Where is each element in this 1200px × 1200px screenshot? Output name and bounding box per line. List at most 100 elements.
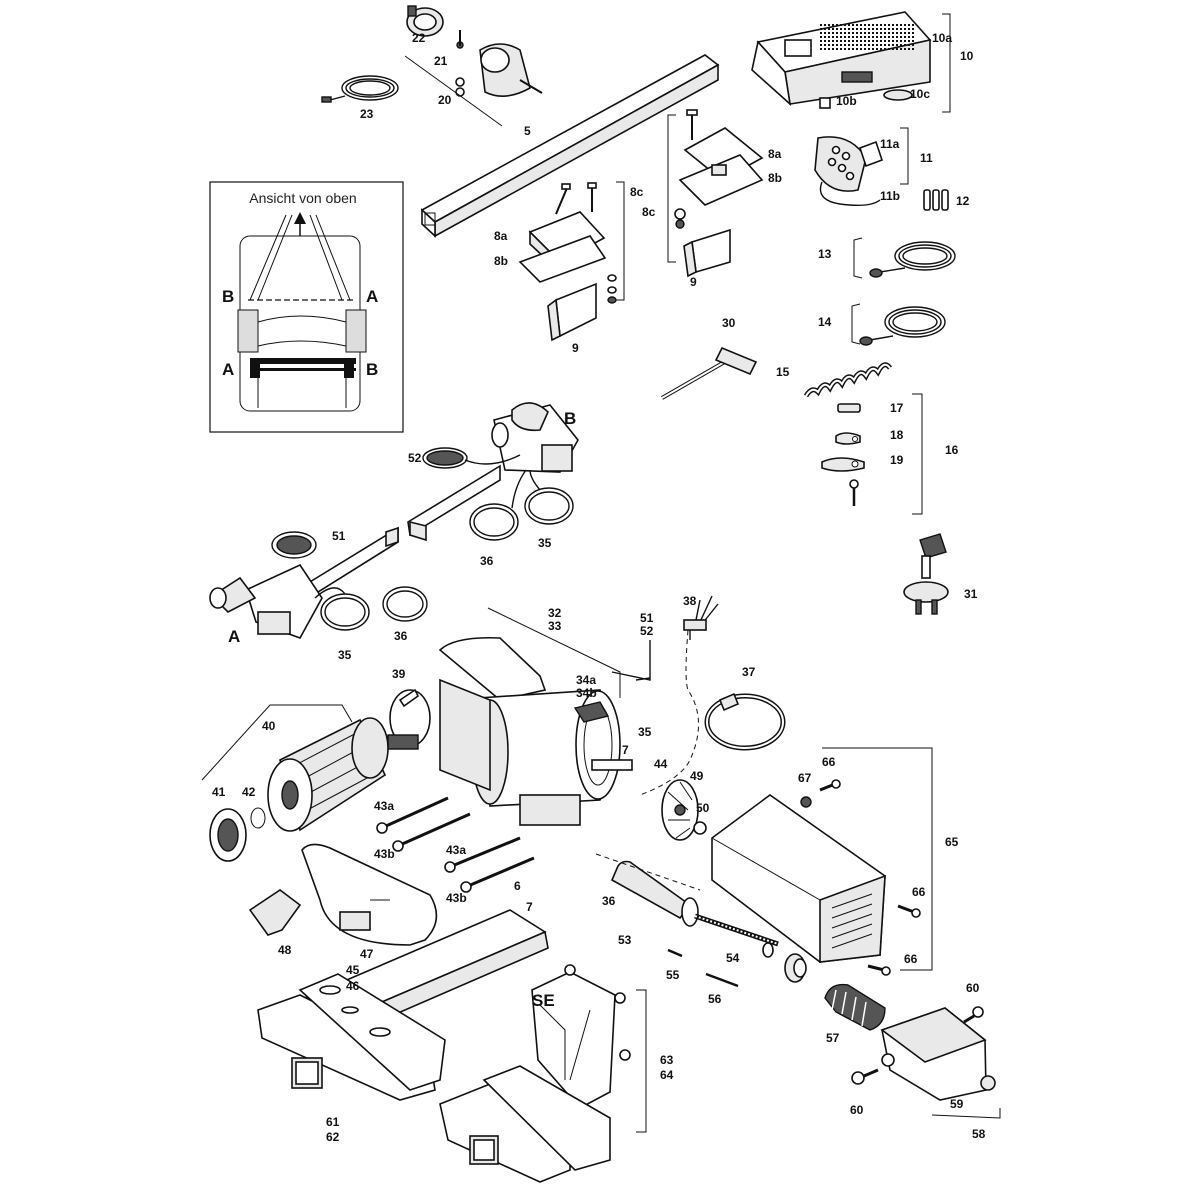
part-label-38: 38: [683, 594, 697, 608]
screw-55: [667, 948, 683, 958]
plug-59: [980, 1075, 996, 1091]
screw-60-top: [963, 1006, 984, 1024]
square-tube-5: [420, 54, 720, 238]
hub-41: [209, 808, 247, 862]
part-label-32: 32: [548, 606, 562, 620]
chassis-frame-61: [257, 909, 549, 1101]
part-label-48: 48: [278, 943, 292, 957]
end-cap-58: [880, 1007, 987, 1101]
part-label-17: 17: [890, 401, 904, 415]
part-label-10c: 10c: [910, 87, 930, 101]
part-label-37: 37: [742, 665, 756, 679]
part-label-55: 55: [666, 968, 680, 982]
motor-housing-32: [387, 636, 633, 826]
part-label-66: 66: [822, 755, 836, 769]
part-label-34b: 34b: [576, 686, 597, 700]
part-label-39: 39: [392, 667, 406, 681]
clamp-ring-22: [406, 5, 444, 37]
screw-66-side: [867, 904, 921, 976]
cable-23: [321, 75, 399, 103]
nut-50: [693, 821, 707, 835]
part-label-43b: 43b: [374, 847, 395, 861]
screw-67: [800, 796, 812, 808]
inset-mark-b-top: B: [222, 287, 234, 306]
part-label-10a: 10a: [932, 31, 952, 45]
foot-48: [248, 889, 302, 936]
motor-cover-65: [711, 794, 886, 963]
part-label-36: 36: [394, 629, 408, 643]
mounting-bracket-right: [674, 109, 764, 278]
washer-54: [762, 942, 774, 958]
part-label-16: 16: [945, 443, 959, 457]
chassis-frame-63: [439, 964, 631, 1183]
part-label-10b: 10b: [836, 94, 857, 108]
part-label-19: 19: [890, 453, 904, 467]
part-label-66: 66: [904, 952, 918, 966]
inset-mark-b-bottom: B: [366, 360, 378, 379]
drum-40: [267, 717, 389, 832]
fan-49: [661, 779, 699, 841]
part-label-49: 49: [690, 769, 704, 783]
part-label-13: 13: [818, 247, 832, 261]
part-label-7: 7: [526, 900, 533, 914]
part-label-46: 46: [346, 979, 360, 993]
part-label-12: 12: [956, 194, 970, 208]
part-label-10: 10: [960, 49, 974, 63]
adapter-housing-20: [455, 30, 543, 97]
inset-title: Ansicht von oben: [249, 190, 356, 206]
motor-unit-a-mark: A: [228, 627, 240, 646]
part-label-11a: 11a: [880, 137, 900, 151]
retainer-39: [398, 688, 420, 708]
bolts-43: [376, 796, 535, 893]
part-label-SE: SE: [532, 991, 555, 1010]
part-label-8b: 8b: [768, 171, 782, 185]
spindle-53: [610, 860, 779, 947]
cable-14: [859, 306, 946, 346]
part-label-60: 60: [966, 981, 980, 995]
part-label-40: 40: [262, 719, 276, 733]
part-label-45: 45: [346, 963, 360, 977]
part-label-30: 30: [722, 316, 736, 330]
part-label-35: 35: [538, 536, 552, 550]
part-label-33: 33: [548, 619, 562, 633]
part-label-60: 60: [850, 1103, 864, 1117]
part-label-66: 66: [912, 885, 926, 899]
part-label-23: 23: [360, 107, 374, 121]
part-label-54: 54: [726, 951, 740, 965]
part-label-58: 58: [972, 1127, 986, 1141]
part-label-51: 51: [332, 529, 346, 543]
part-label-52: 52: [640, 624, 654, 638]
motor-unit-a: [209, 526, 428, 639]
screw-56: [705, 972, 739, 988]
part-label-34a: 34a: [576, 673, 596, 687]
bellows-57: [824, 983, 886, 1031]
key-switch-31: [903, 533, 949, 615]
batteries-12: [923, 189, 949, 211]
side-plate-45: [301, 843, 438, 946]
fuse-10b: [819, 97, 831, 109]
cable-13: [869, 241, 956, 278]
part-label-47: 47: [360, 947, 374, 961]
part-label-65: 65: [945, 835, 959, 849]
screw-60-bottom: [851, 1068, 879, 1085]
wiring-harness-38: [611, 595, 719, 796]
part-label-11b: 11b: [880, 189, 900, 203]
part-label-43b: 43b: [446, 891, 467, 905]
part-label-44: 44: [654, 757, 668, 771]
remote-control-11: [814, 136, 884, 207]
part-label-53: 53: [618, 933, 632, 947]
part-label-35: 35: [338, 648, 352, 662]
part-label-57: 57: [826, 1031, 840, 1045]
hose-clamp-37: [704, 692, 786, 751]
part-label-64: 64: [660, 1068, 674, 1082]
part-label-36: 36: [602, 894, 616, 908]
part-label-15: 15: [776, 365, 790, 379]
part-label-43a: 43a: [446, 843, 466, 857]
part-label-6: 6: [514, 879, 521, 893]
part-label-22: 22: [412, 31, 426, 45]
part-label-35: 35: [638, 725, 652, 739]
control-box-10: [751, 11, 932, 107]
part-label-8c: 8c: [630, 185, 644, 199]
